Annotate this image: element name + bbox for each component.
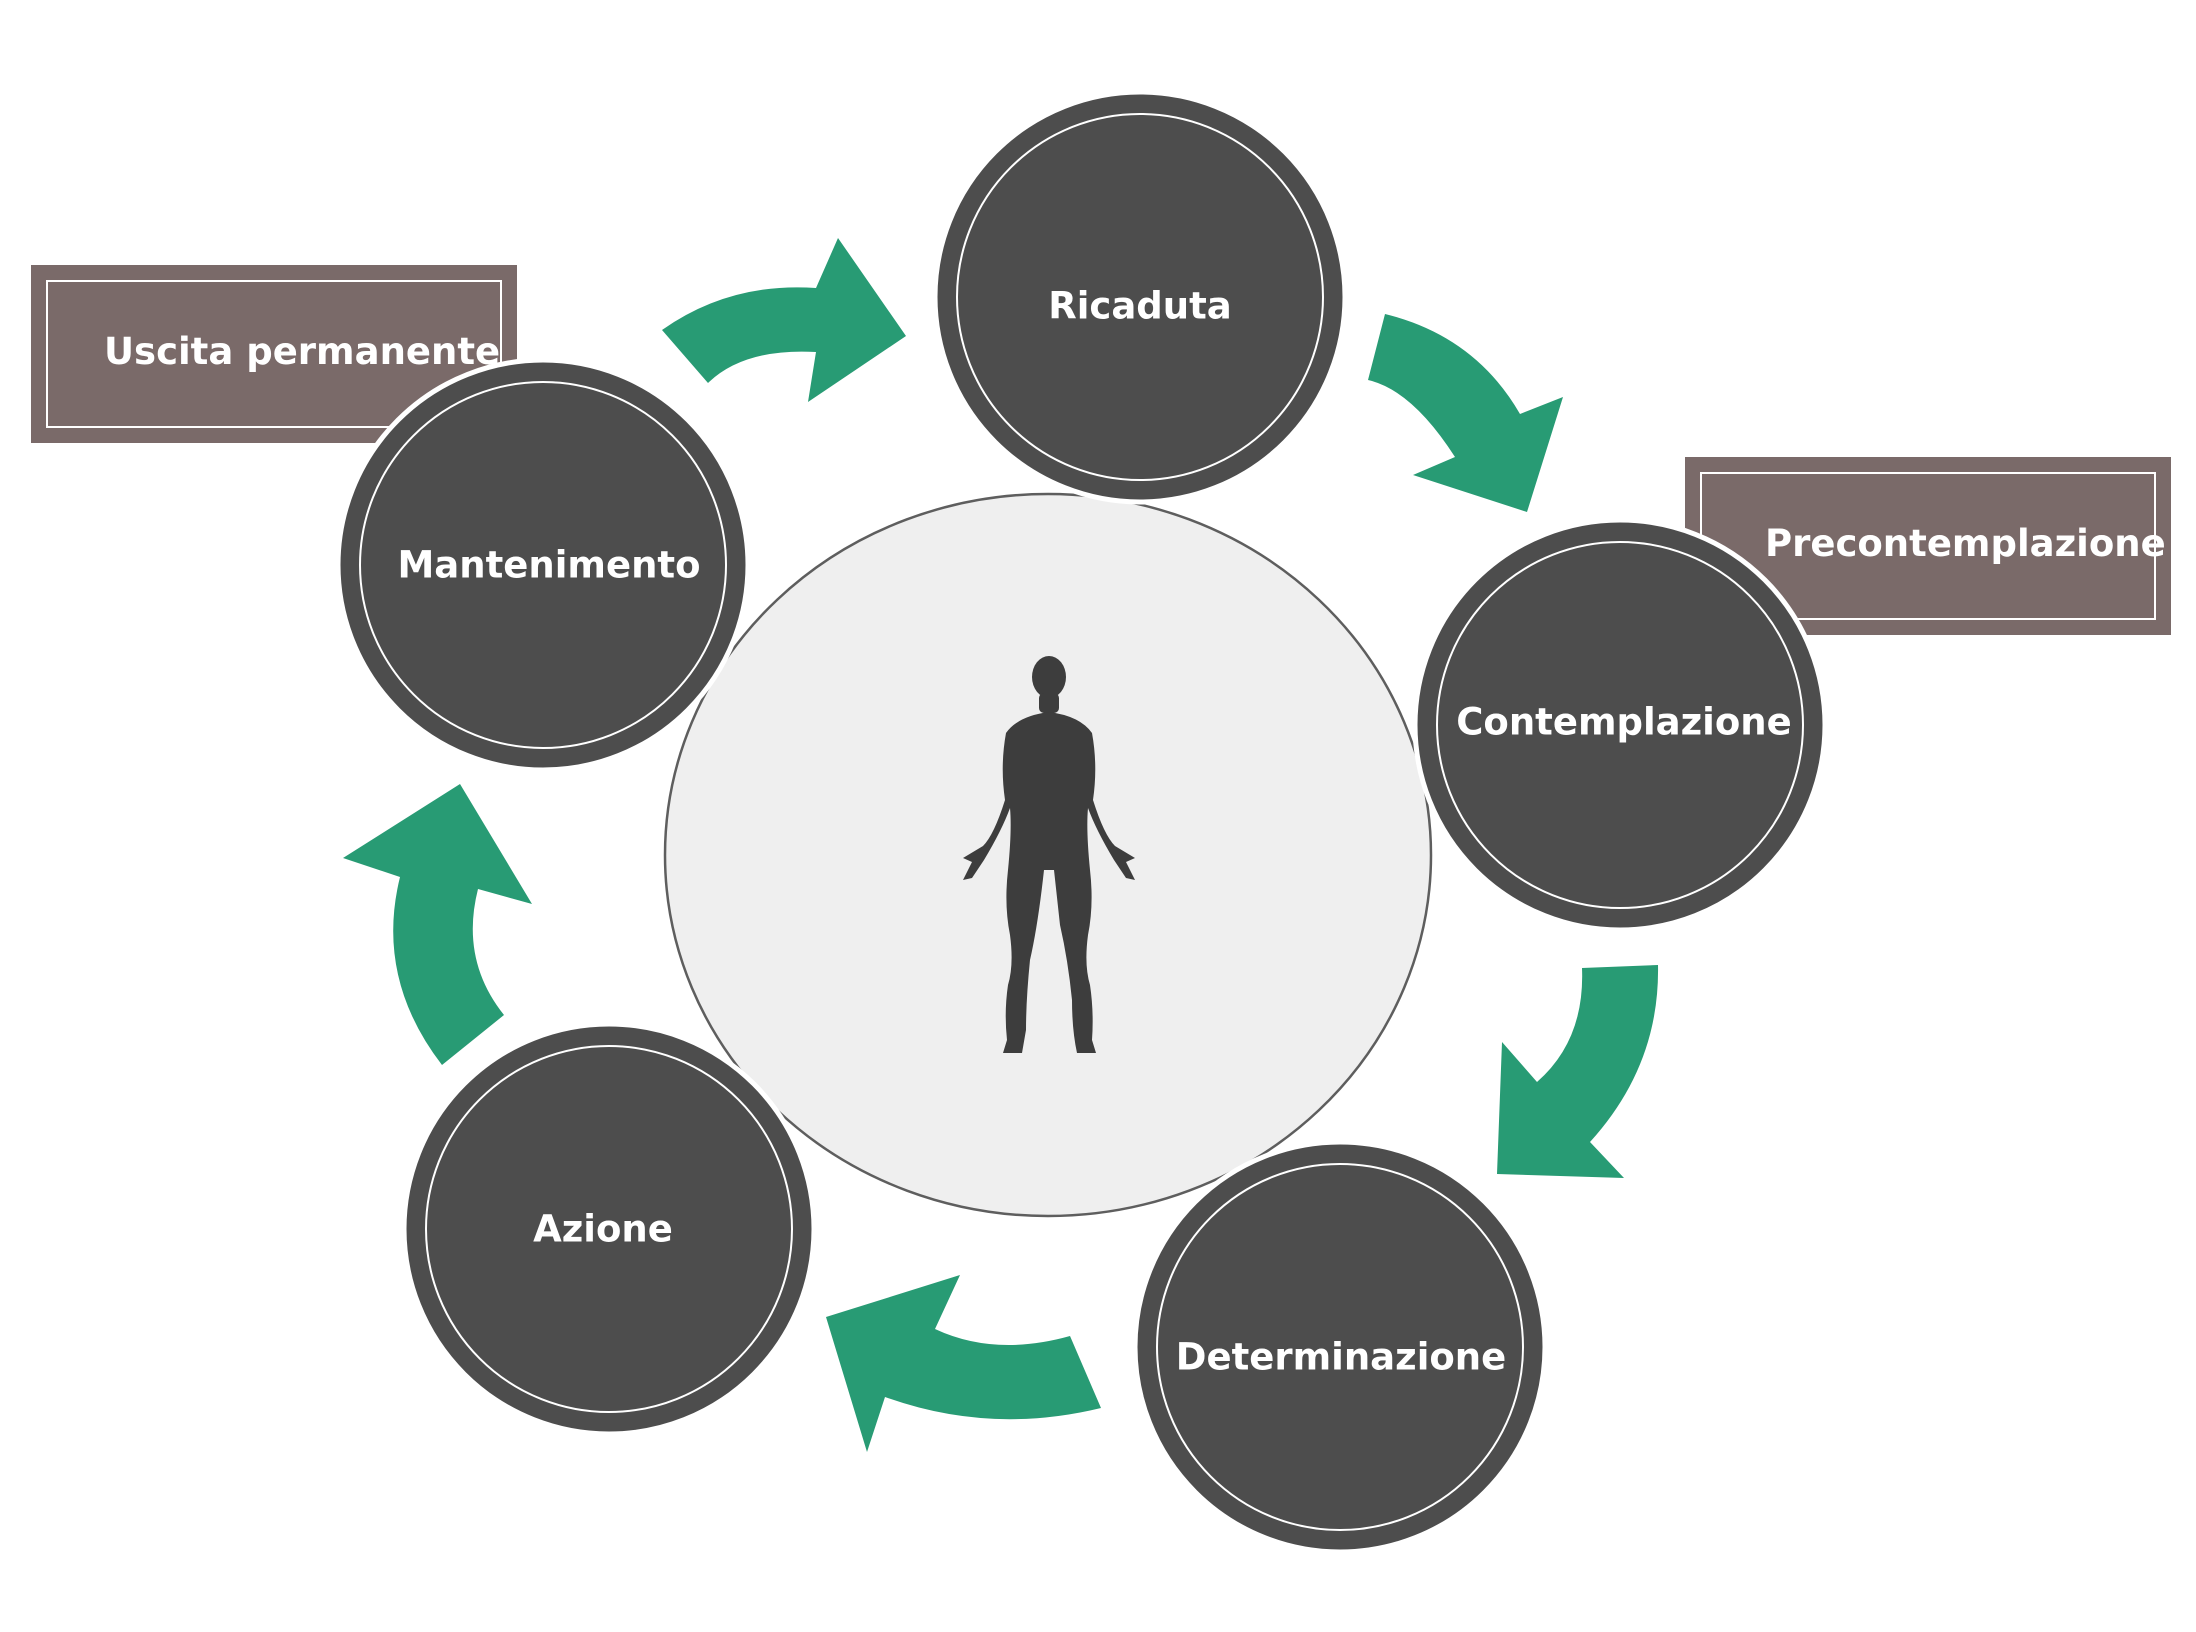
curved-arrow-icon: [1497, 965, 1659, 1178]
stage-circle-azione: [401, 1021, 817, 1437]
stage-circle-contemplazione: [1412, 517, 1828, 933]
side-box-label: Precontemplazione: [1765, 522, 2166, 565]
stage-label-mantenimento: Mantenimento: [397, 543, 701, 587]
stage-circle-ricaduta: [932, 89, 1348, 505]
curved-arrow-icon: [1368, 314, 1563, 512]
curved-arrow-icon: [343, 784, 532, 1065]
human-figure-icon: [963, 656, 1135, 1053]
stage-circle-determinazione: [1132, 1139, 1548, 1555]
stage-label-determinazione: Determinazione: [1175, 1335, 1507, 1379]
stage-label-azione: Azione: [533, 1207, 673, 1251]
curved-arrow-icon: [826, 1275, 1101, 1452]
stage-label-contemplazione: Contemplazione: [1456, 700, 1792, 744]
stage-label-ricaduta: Ricaduta: [1048, 284, 1232, 328]
stage-circle-mantenimento: [335, 357, 751, 773]
curved-arrow-icon: [662, 238, 906, 402]
side-box-border: [46, 280, 502, 428]
side-box-label: Uscita permanente: [104, 330, 501, 373]
